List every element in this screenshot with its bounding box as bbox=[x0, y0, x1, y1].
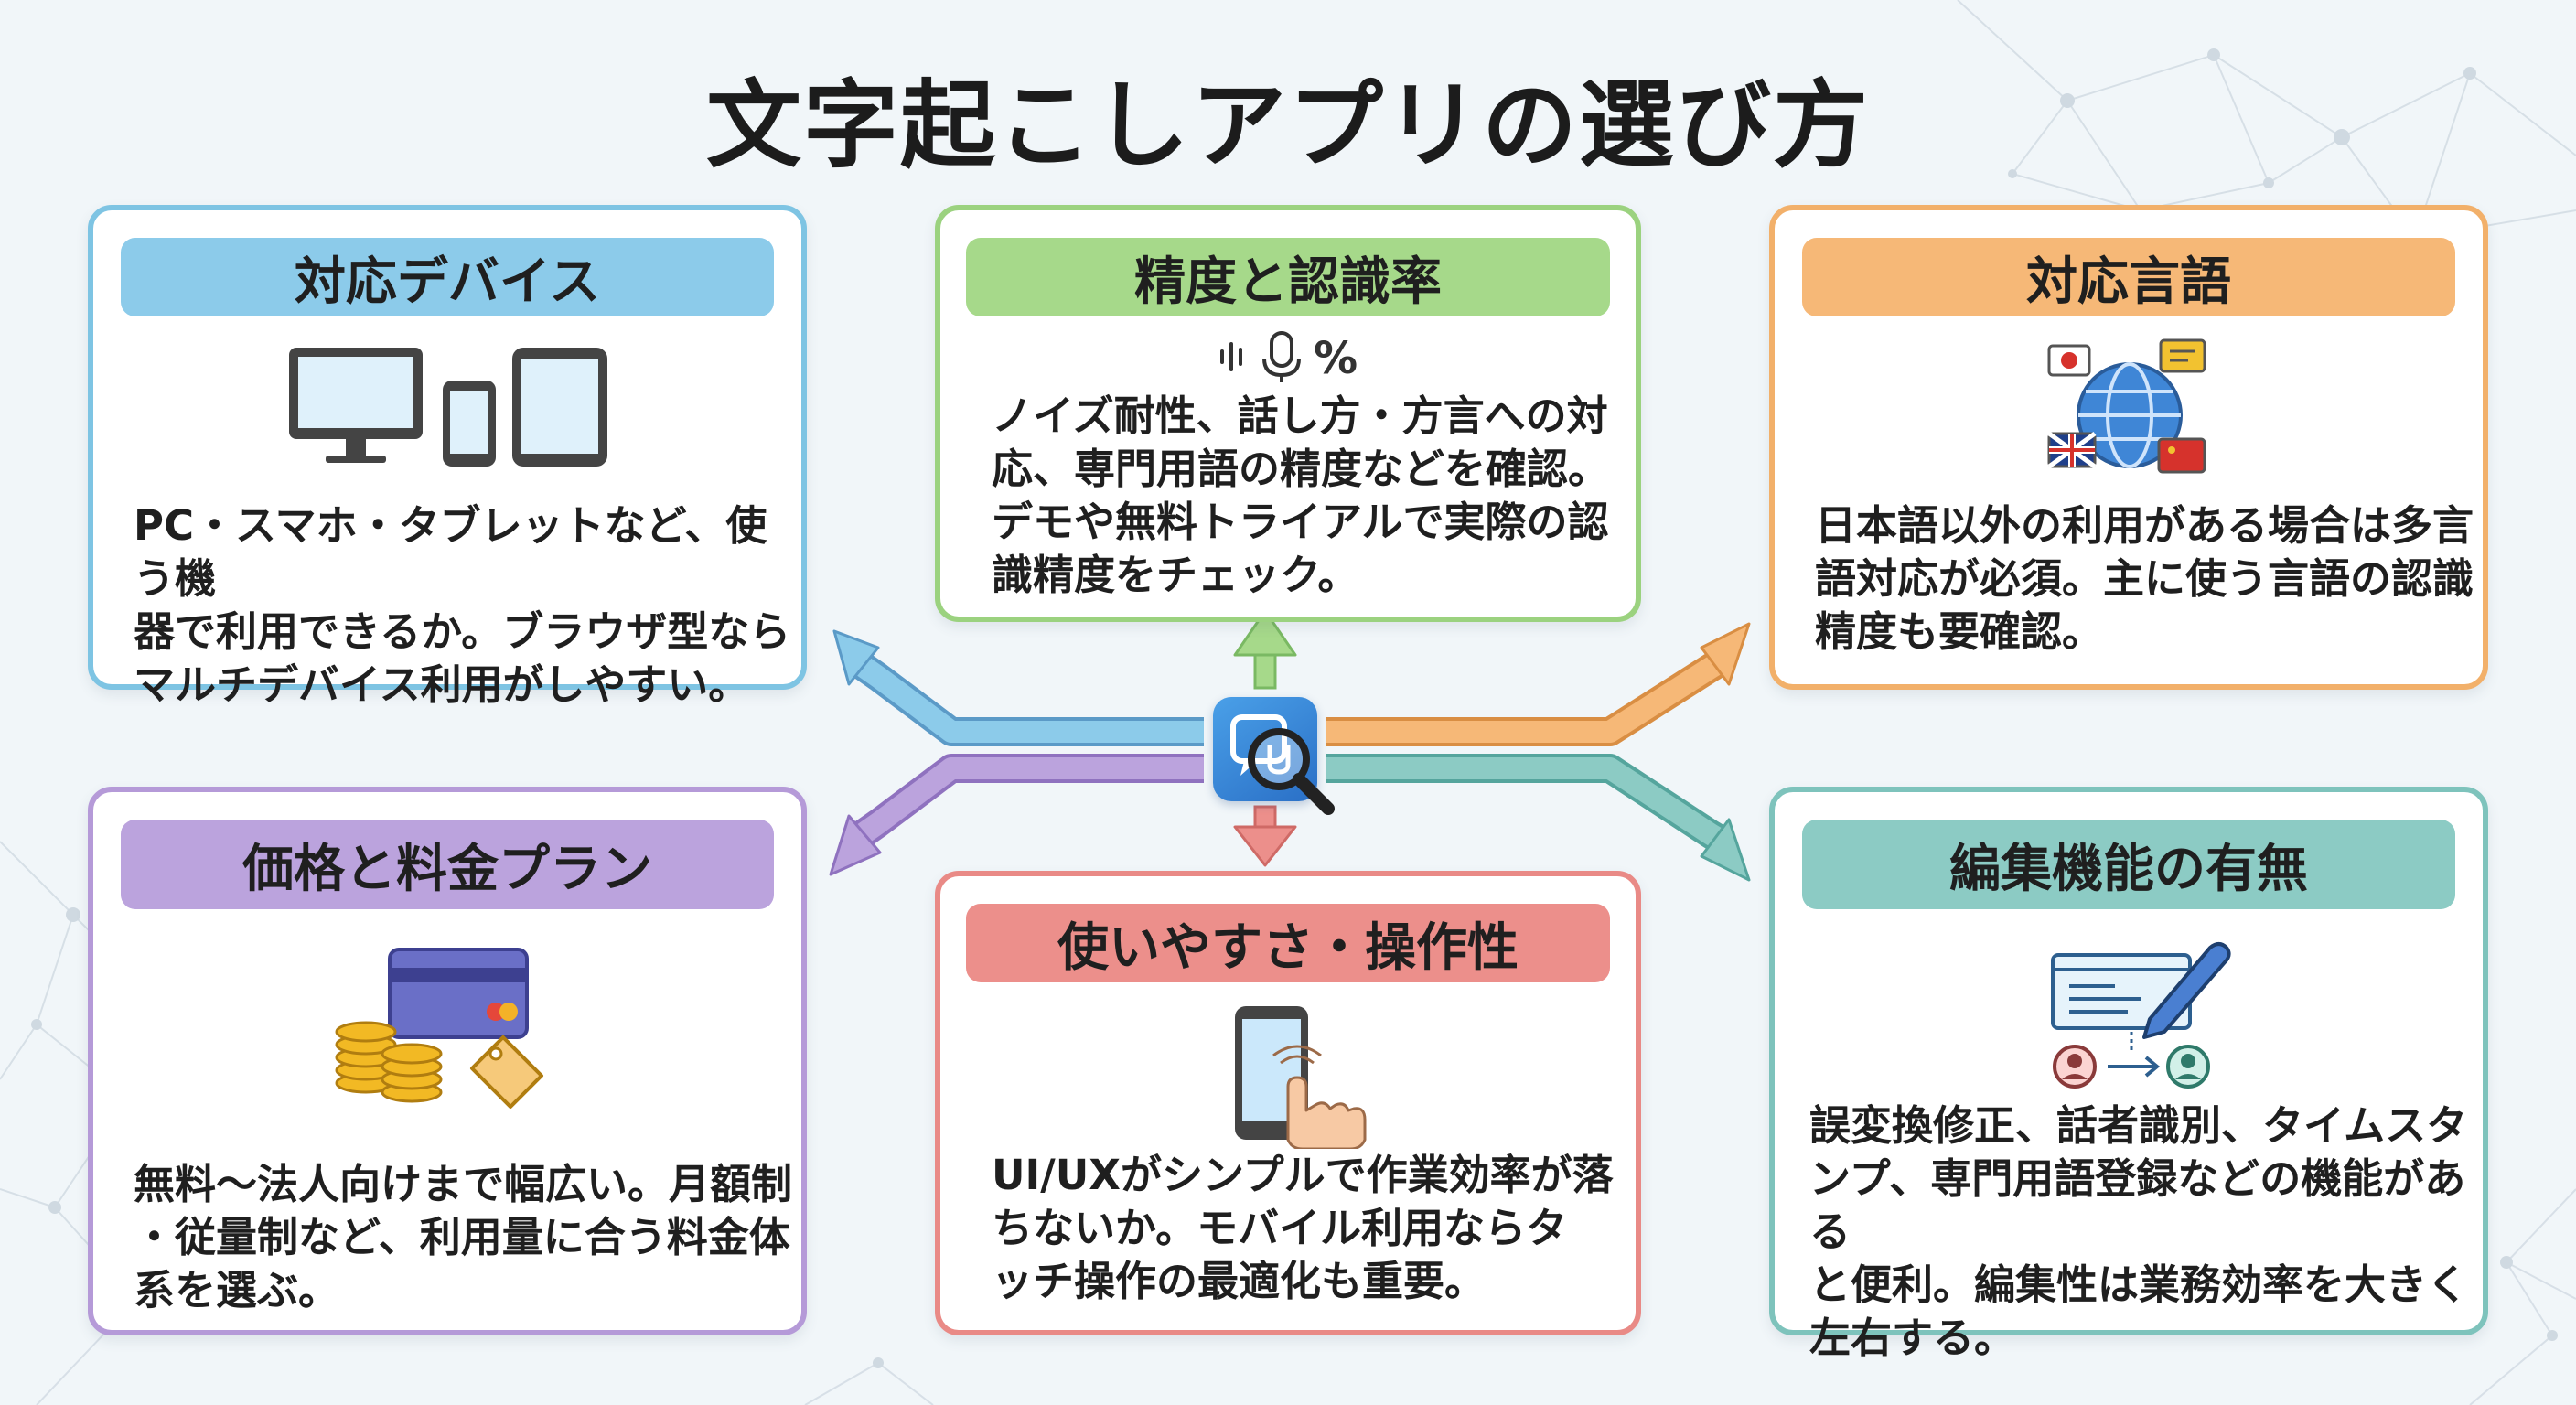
card-devices-body: PC・スマホ・タブレットなど、使う機 器で利用できるか。ブラウザ型なら マルチデ… bbox=[134, 501, 791, 709]
card-pricing-body: 無料〜法人向けまで幅広い。月額制 ・従量制など、利用量に合う料金体 系を選ぶ。 bbox=[134, 1160, 793, 1314]
card-language-header: 対応言語 bbox=[1802, 238, 2455, 316]
card-accuracy: 精度と認識率 % ノイズ耐性、話し方・方言への対 応、専門用語の精度などを確認。… bbox=[935, 205, 1641, 622]
card-pricing: 価格と料金プラン 無料〜法人向けまで幅広い。月額制 ・従量制など、利用量に合う料… bbox=[88, 787, 807, 1335]
arrow-upper-right-language bbox=[1326, 622, 1751, 746]
transcript-search-icon bbox=[1213, 697, 1335, 815]
document-pen-speakers-icon bbox=[2049, 935, 2232, 1103]
card-accuracy-header: 精度と認識率 bbox=[966, 238, 1610, 316]
card-language: 対応言語 日本語以外の利用がある場合は多言 語対応が必須。主に使う言語の認識 精… bbox=[1769, 205, 2488, 690]
arrow-lower-right-editing bbox=[1326, 754, 1751, 882]
card-language-heading: 対応言語 bbox=[2026, 252, 2231, 312]
microphone-percent-icon: % bbox=[1215, 327, 1370, 390]
card-accuracy-heading: 精度と認識率 bbox=[1134, 252, 1442, 312]
card-editing-heading: 編集機能の有無 bbox=[1949, 839, 2308, 899]
card-usability-heading: 使いやすさ・操作性 bbox=[1057, 917, 1519, 978]
card-devices-heading: 対応デバイス bbox=[294, 252, 601, 312]
card-accuracy-body: ノイズ耐性、話し方・方言への対 応、専門用語の精度などを確認。 デモや無料トライ… bbox=[992, 391, 1610, 599]
svg-text:%: % bbox=[1314, 333, 1358, 384]
page-title: 文字起こしアプリの選び方 bbox=[705, 70, 1870, 181]
card-usability-header: 使いやすさ・操作性 bbox=[966, 904, 1610, 982]
card-pricing-heading: 価格と料金プラン bbox=[242, 839, 652, 899]
card-usability: 使いやすさ・操作性 UI/UXがシンプルで作業効率が落 ちないか。モバイル利用な… bbox=[935, 871, 1641, 1335]
card-editing-header: 編集機能の有無 bbox=[1802, 820, 2455, 909]
card-language-body: 日本語以外の利用がある場合は多言 語対応が必須。主に使う言語の認識 精度も要確認… bbox=[1815, 501, 2474, 656]
card-editing-body: 誤変換修正、話者識別、タイムスタ ンプ、専門用語登録などの機能がある と便利。編… bbox=[1809, 1101, 2469, 1362]
devices-icon bbox=[285, 344, 615, 476]
arrow-upper-left-devices bbox=[832, 629, 1204, 746]
globe-flags-icon bbox=[2045, 338, 2210, 488]
card-devices-header: 対応デバイス bbox=[121, 238, 774, 316]
card-devices: 対応デバイス PC・スマホ・タブレットなど、使う機 器で利用できるか。ブラウザ型… bbox=[88, 205, 807, 709]
arrow-up-accuracy bbox=[1233, 609, 1297, 690]
card-editing: 編集機能の有無 誤変換修正、話者識別、タイムスタ ンプ、専門用語登録などの機能が… bbox=[1769, 787, 2488, 1362]
card-pricing-header: 価格と料金プラン bbox=[121, 820, 774, 909]
card-usability-body: UI/UXがシンプルで作業効率が落 ちないか。モバイル利用ならタ ッチ操作の最適… bbox=[992, 1151, 1614, 1305]
smartphone-touch-icon bbox=[1231, 1003, 1368, 1153]
arrow-down-usability bbox=[1233, 805, 1297, 867]
coins-card-tag-icon bbox=[335, 946, 554, 1132]
arrow-lower-left-pricing bbox=[829, 754, 1204, 876]
